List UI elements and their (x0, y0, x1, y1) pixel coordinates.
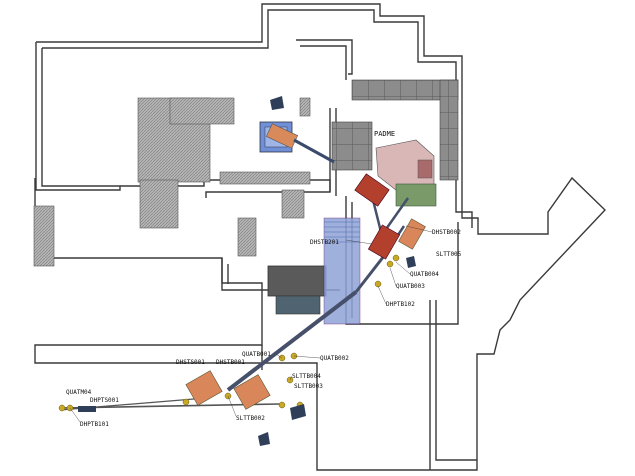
label-quatb003: QUATB003 (396, 283, 425, 290)
label-quatb001: QUATB001 (242, 351, 271, 358)
shielding-blocks-upper-right (331, 79, 459, 181)
label-quatm04: QUATM04 (66, 389, 92, 396)
control-room-lower (275, 295, 321, 315)
leader-lines (69, 225, 433, 423)
label-slttb002: SLTTB002 (236, 415, 265, 422)
label-dhptb102: DHPTB102 (386, 301, 415, 308)
beam-pit (323, 217, 361, 325)
target-area (259, 96, 335, 164)
concrete-shielding (33, 97, 311, 267)
building-walls (34, 3, 606, 471)
detector-markers (78, 256, 416, 446)
label-quatb002: QUATB002 (320, 355, 349, 362)
control-room-block (267, 265, 327, 297)
label-dhptb101: DHPTB101 (80, 421, 109, 428)
label-sltt005: SLTT005 (436, 251, 462, 258)
label-dhsts001: DHSTS001 (176, 359, 205, 366)
label-dhpts001: DHPTS001 (90, 397, 119, 404)
label-slttb004: SLTTB004 (292, 373, 321, 380)
dipole-magnets (185, 173, 426, 410)
label-dhstb002: DHSTB002 (432, 229, 461, 236)
label-dhstb001: DHSTB001 (216, 359, 245, 366)
label-slttb003: SLTTB003 (294, 383, 323, 390)
label-dhstb201: DHSTB201 (310, 239, 339, 246)
label-quatb004: QUATB004 (410, 271, 439, 278)
label-padme: PADME (374, 130, 395, 138)
labels: PADME DHSTB002 SLTT005 DHSTB201 QUATB004… (66, 130, 462, 428)
